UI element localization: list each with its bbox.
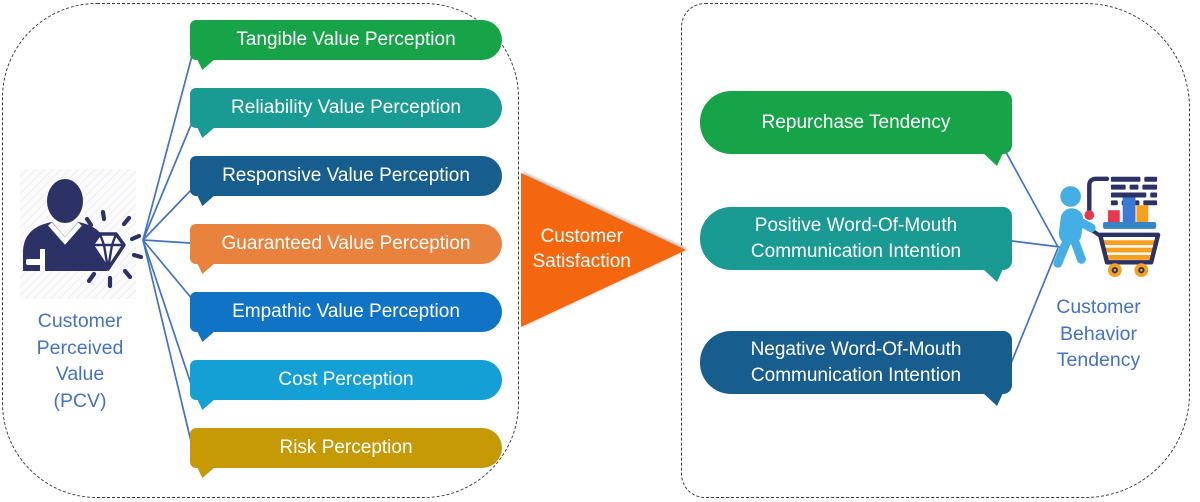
tangible-value-bubble: Tangible Value Perception	[190, 20, 502, 70]
left-dashed-panel	[2, 3, 519, 498]
guaranteed-value-bubble: Guaranteed Value Perception	[190, 224, 502, 274]
bubble-label: Risk Perception	[279, 437, 413, 458]
cost-perception-bubble: Cost Perception	[190, 360, 502, 410]
customer-satisfaction-arrow: Customer Satisfaction	[521, 173, 686, 327]
bubble-tail	[197, 467, 215, 478]
arrow-label: Customer Satisfaction	[532, 226, 631, 272]
customer-cart-icon	[1053, 176, 1161, 278]
bubble-tail	[197, 127, 215, 138]
responsive-value-bubble: Responsive Value Perception	[190, 156, 502, 206]
bubble-label: Guaranteed Value Perception	[221, 233, 471, 254]
bubble-tail	[197, 59, 215, 70]
bubble-label: Cost Perception	[278, 369, 414, 390]
risk-perception-bubble: Risk Perception	[190, 428, 502, 478]
behavior-tendency-label: Customer Behavior Tendency	[1056, 296, 1141, 372]
bubble-tail	[197, 331, 215, 342]
repurchase-tendency-bubble: Repurchase Tendency	[700, 91, 1012, 166]
bubble-label: Responsive Value Perception	[222, 165, 470, 186]
bubble-label: Negative Word-Of-Mouth Communication Int…	[750, 339, 962, 386]
bubble-label: Positive Word-Of-Mouth Communication Int…	[750, 215, 962, 262]
reliability-value-bubble: Reliability Value Perception	[190, 88, 502, 138]
bubble-tail	[197, 263, 215, 274]
customer-diamond-icon	[20, 169, 144, 299]
bubble-label: Reliability Value Perception	[231, 97, 461, 118]
bubble-label: Tangible Value Perception	[236, 29, 456, 50]
bubble-label: Repurchase Tendency	[761, 111, 951, 133]
negative-wom-bubble: Negative Word-Of-Mouth Communication Int…	[700, 331, 1012, 406]
bubble-tail	[197, 399, 215, 410]
bubble-tail	[197, 195, 215, 206]
empathic-value-bubble: Empathic Value Perception	[190, 292, 502, 342]
connector-line-group	[142, 51, 1061, 451]
bubble-label: Empathic Value Perception	[232, 301, 460, 322]
positive-wom-bubble: Positive Word-Of-Mouth Communication Int…	[700, 207, 1012, 282]
pcv-label: Customer Perceived Value (PCV)	[36, 310, 124, 413]
arrow-shape: Customer Satisfaction	[521, 173, 686, 327]
